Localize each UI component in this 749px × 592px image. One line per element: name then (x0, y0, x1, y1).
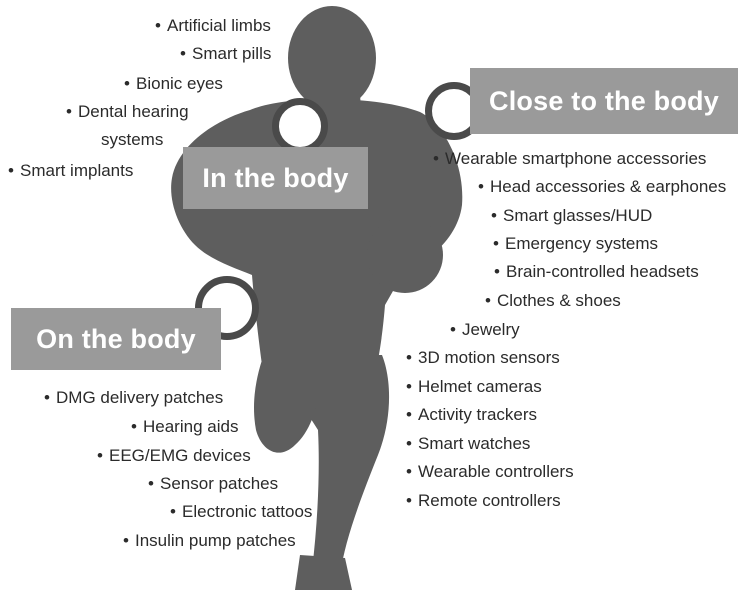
on-body-title: On the body (11, 308, 221, 370)
list-item: Dental hearing (78, 98, 189, 127)
close-to-body-title: Close to the body (470, 68, 738, 134)
list-item: Head accessories & earphones (490, 173, 726, 202)
list-item: Bionic eyes (136, 70, 223, 99)
list-item: Artificial limbs (167, 12, 271, 41)
list-item: Jewelry (462, 316, 520, 345)
list-item: Hearing aids (143, 413, 238, 442)
list-item: Smart implants (20, 157, 133, 186)
list-item: Sensor patches (160, 470, 278, 499)
list-item: Wearable controllers (418, 458, 574, 487)
list-item: Electronic tattoos (182, 498, 312, 527)
list-item: Smart glasses/HUD (503, 202, 652, 231)
list-item: Clothes & shoes (497, 287, 621, 316)
list-item: Wearable smartphone accessories (445, 145, 706, 174)
list-item: Smart pills (192, 40, 271, 69)
list-item: DMG delivery patches (56, 384, 223, 413)
list-item: Remote controllers (418, 487, 561, 516)
list-item: systems (101, 126, 163, 155)
list-item: 3D motion sensors (418, 344, 560, 373)
list-item: EEG/EMG devices (109, 442, 251, 471)
list-item: Helmet cameras (418, 373, 542, 402)
list-item: Activity trackers (418, 401, 537, 430)
list-item: Emergency systems (505, 230, 658, 259)
list-item: Brain-controlled headsets (506, 258, 699, 287)
in-body-ring-icon (272, 98, 328, 154)
in-body-title: In the body (183, 147, 368, 209)
list-item: Smart watches (418, 430, 530, 459)
list-item: Insulin pump patches (135, 527, 296, 556)
